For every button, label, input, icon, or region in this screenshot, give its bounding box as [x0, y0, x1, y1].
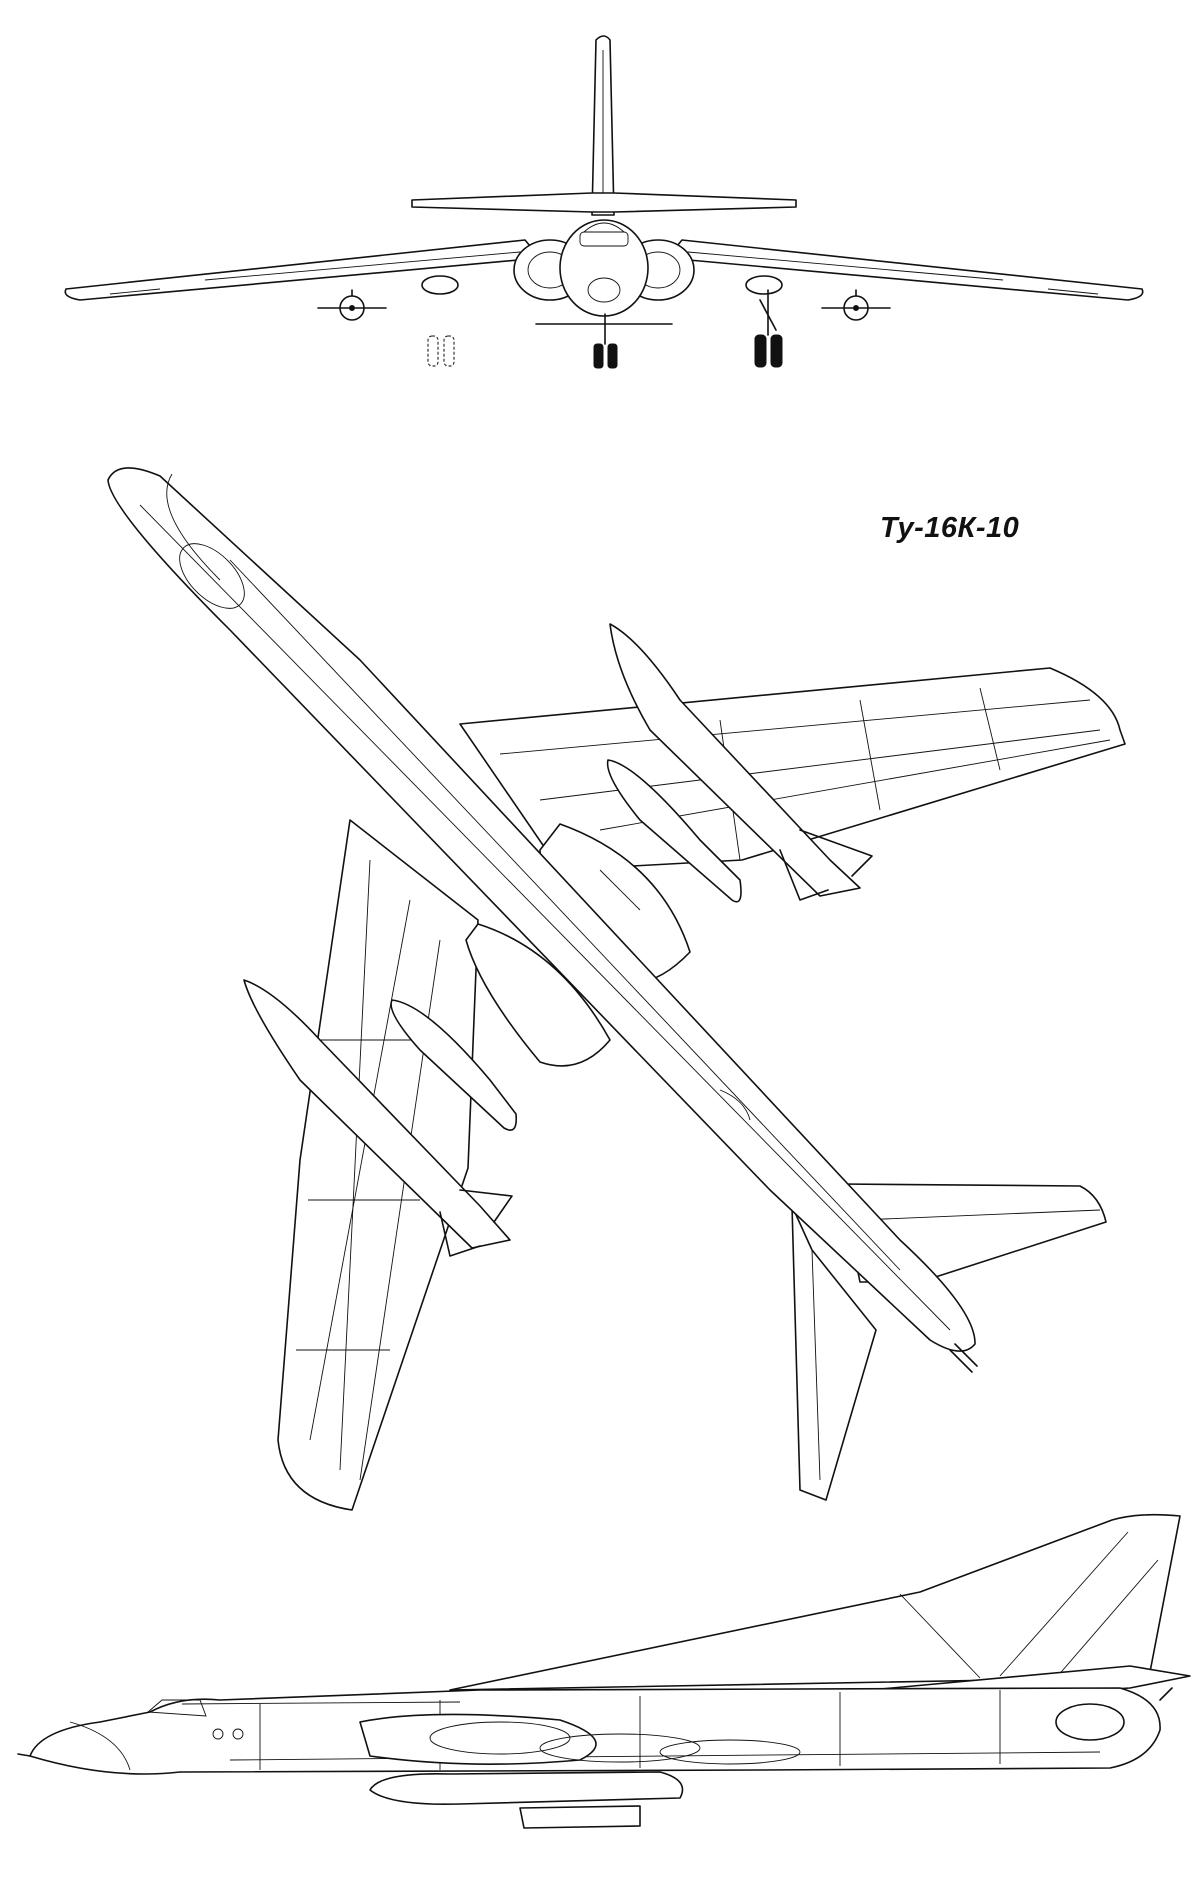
- side-view: [18, 1515, 1190, 1828]
- aircraft-designation: Ту-16К-10: [880, 512, 1020, 544]
- front-view: [65, 36, 1142, 368]
- top-view: [108, 468, 1125, 1510]
